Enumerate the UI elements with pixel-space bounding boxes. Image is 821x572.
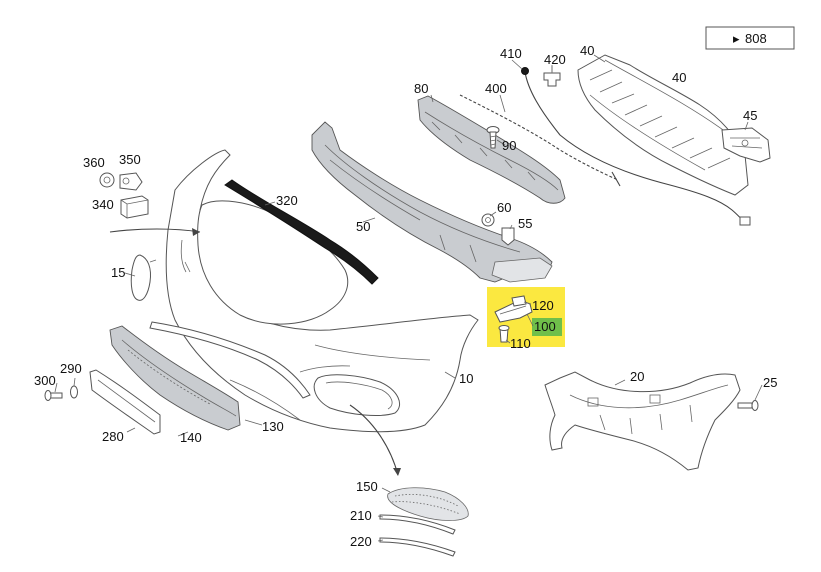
label-50[interactable]: 50 xyxy=(356,219,370,234)
part-labels: 410 420 40 40 80 400 45 90 360 350 340 3… xyxy=(34,43,777,549)
label-150[interactable]: 150 xyxy=(356,479,378,494)
bracket-part-45[interactable] xyxy=(721,127,771,163)
nut-part-60[interactable] xyxy=(481,213,495,227)
pointer-arrow-lower xyxy=(349,404,401,476)
label-80[interactable]: 80 xyxy=(414,81,428,96)
label-280[interactable]: 280 xyxy=(102,429,124,444)
label-110[interactable]: 110 xyxy=(510,336,531,351)
bumper-cover-part-10[interactable] xyxy=(165,149,479,433)
label-350[interactable]: 350 xyxy=(119,152,141,167)
fog-grille-part-150[interactable] xyxy=(387,487,469,521)
clip-part-120[interactable] xyxy=(511,295,527,307)
label-420[interactable]: 420 xyxy=(544,52,566,67)
trim-strip-part-220[interactable] xyxy=(379,537,456,557)
screw-part-25[interactable] xyxy=(737,400,759,411)
lower-trim-part-130[interactable] xyxy=(149,321,311,421)
label-45[interactable]: 45 xyxy=(743,108,757,123)
label-140[interactable]: 140 xyxy=(180,430,202,445)
label-300[interactable]: 300 xyxy=(34,373,56,388)
label-290[interactable]: 290 xyxy=(60,361,82,376)
label-210[interactable]: 210 xyxy=(350,508,372,523)
cable-part-410[interactable] xyxy=(521,67,751,226)
leader-lines xyxy=(54,54,763,542)
upper-carrier-part-50[interactable] xyxy=(311,121,553,283)
lower-grille-part-140[interactable] xyxy=(109,325,241,431)
label-400[interactable]: 400 xyxy=(485,81,507,96)
sensor-part-350[interactable] xyxy=(119,172,143,191)
label-340[interactable]: 340 xyxy=(92,197,114,212)
washer-part-290[interactable] xyxy=(70,385,78,399)
screw-part-110[interactable] xyxy=(498,325,510,343)
label-360[interactable]: 360 xyxy=(83,155,105,170)
trim-strip-part-210[interactable] xyxy=(379,514,456,535)
selected-label-bg xyxy=(532,318,562,336)
wiring-harness-part-400[interactable] xyxy=(459,94,621,187)
label-55[interactable]: 55 xyxy=(518,216,532,231)
label-90[interactable]: 90 xyxy=(502,138,516,153)
sensor-ring-part-360[interactable] xyxy=(99,172,115,188)
page-reference-box[interactable]: ▸ 808 xyxy=(705,26,795,50)
label-320[interactable]: 320 xyxy=(276,193,298,208)
label-40-top[interactable]: 40 xyxy=(580,43,594,58)
control-unit-part-340[interactable] xyxy=(120,195,149,219)
screw-part-300[interactable] xyxy=(44,390,63,401)
cover-part-15[interactable] xyxy=(130,254,157,301)
label-130[interactable]: 130 xyxy=(262,419,284,434)
label-120[interactable]: 120 xyxy=(532,298,554,313)
page-reference-number: 808 xyxy=(745,31,767,46)
label-410[interactable]: 410 xyxy=(500,46,522,61)
license-plate-holder-part-280[interactable] xyxy=(89,369,161,435)
label-15[interactable]: 15 xyxy=(111,265,125,280)
label-10[interactable]: 10 xyxy=(459,371,473,386)
label-100[interactable]: 100 xyxy=(534,319,556,334)
label-220[interactable]: 220 xyxy=(350,534,372,549)
label-60[interactable]: 60 xyxy=(497,200,511,215)
label-40-right[interactable]: 40 xyxy=(672,70,686,85)
seal-strip-part-320[interactable] xyxy=(224,179,379,285)
clip-part-55[interactable] xyxy=(501,227,515,246)
pointer-arrow-left xyxy=(109,228,201,236)
side-bracket-part-20[interactable] xyxy=(544,371,741,471)
label-20[interactable]: 20 xyxy=(630,369,644,384)
impact-absorber-part-40[interactable] xyxy=(577,54,749,196)
screw-part-90[interactable] xyxy=(486,126,500,149)
label-25[interactable]: 25 xyxy=(763,375,777,390)
upper-panel-part-80[interactable] xyxy=(417,95,566,204)
page-reference-arrow: ▸ xyxy=(733,31,740,46)
